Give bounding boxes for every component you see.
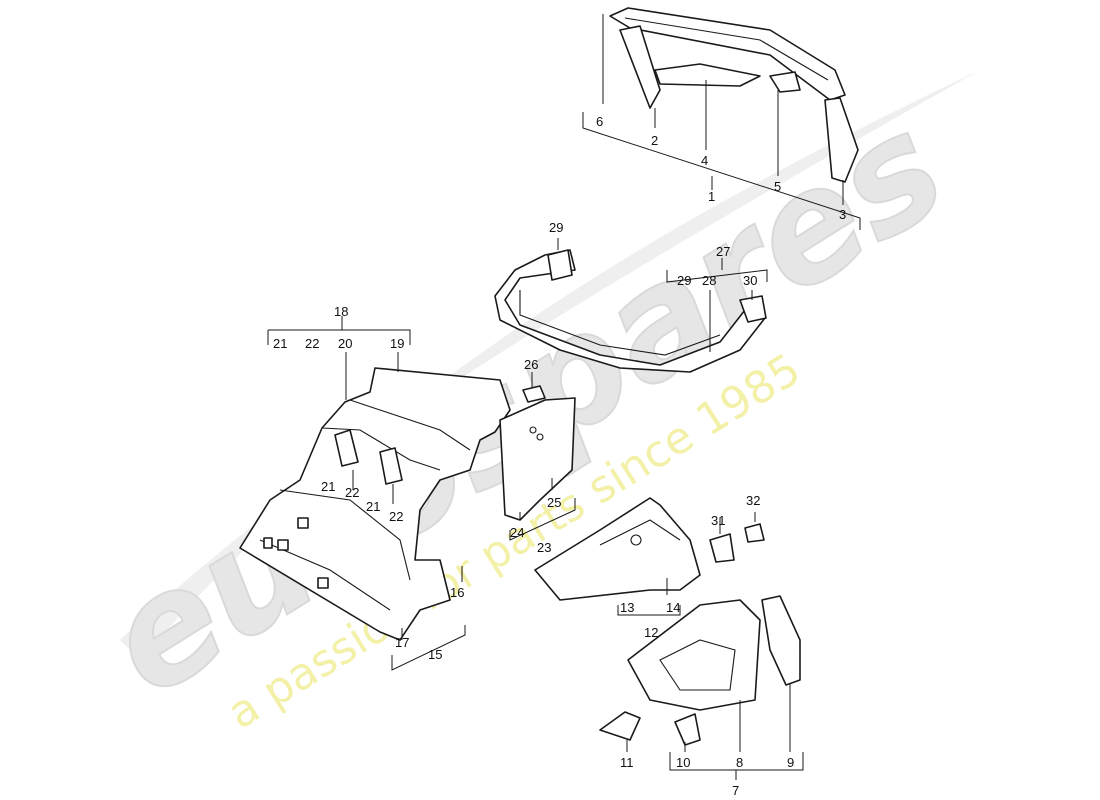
callout-3: 3 xyxy=(839,207,846,222)
callout-25: 25 xyxy=(547,495,561,510)
callout-21b: 21 xyxy=(321,479,335,494)
parts xyxy=(239,7,859,746)
callout-22b: 22 xyxy=(345,485,359,500)
callout-18: 18 xyxy=(334,304,348,319)
callout-7: 7 xyxy=(732,783,739,798)
callout-4: 4 xyxy=(701,153,708,168)
callout-31: 31 xyxy=(711,513,725,528)
part-inner-panel xyxy=(534,497,765,601)
callout-22: 22 xyxy=(305,336,319,351)
callouts: 1 2 3 4 5 6 7 8 9 10 11 12 13 14 15 16 1… xyxy=(273,114,846,798)
callout-26: 26 xyxy=(524,357,538,372)
callout-22c: 22 xyxy=(389,509,403,524)
callout-23: 23 xyxy=(537,540,551,555)
leader-lines xyxy=(267,14,861,780)
callout-9: 9 xyxy=(787,755,794,770)
callout-29b: 29 xyxy=(677,273,691,288)
callout-28: 28 xyxy=(702,273,716,288)
callout-1: 1 xyxy=(708,189,715,204)
callout-12: 12 xyxy=(644,625,658,640)
part-lower-panel xyxy=(599,595,801,746)
callout-2: 2 xyxy=(651,133,658,148)
callout-19: 19 xyxy=(390,336,404,351)
callout-13: 13 xyxy=(620,600,634,615)
part-top-frame xyxy=(609,7,859,183)
callout-20: 20 xyxy=(338,336,352,351)
callout-11: 11 xyxy=(620,755,634,770)
callout-8: 8 xyxy=(736,755,743,770)
callout-14: 14 xyxy=(666,600,680,615)
callout-17: 17 xyxy=(395,635,409,650)
callout-24: 24 xyxy=(510,525,524,540)
part-wheel-housing xyxy=(239,367,511,641)
callout-32: 32 xyxy=(746,493,760,508)
callout-27: 27 xyxy=(716,244,730,259)
part-seal xyxy=(494,249,767,373)
part-side-panel xyxy=(499,385,576,521)
callout-6: 6 xyxy=(596,114,603,129)
callout-30: 30 xyxy=(743,273,757,288)
callout-10: 10 xyxy=(676,755,690,770)
callout-29: 29 xyxy=(549,220,563,235)
callout-16: 16 xyxy=(450,585,464,600)
callout-21: 21 xyxy=(273,336,287,351)
callout-21c: 21 xyxy=(366,499,380,514)
callout-15: 15 xyxy=(428,647,442,662)
callout-5: 5 xyxy=(774,179,781,194)
